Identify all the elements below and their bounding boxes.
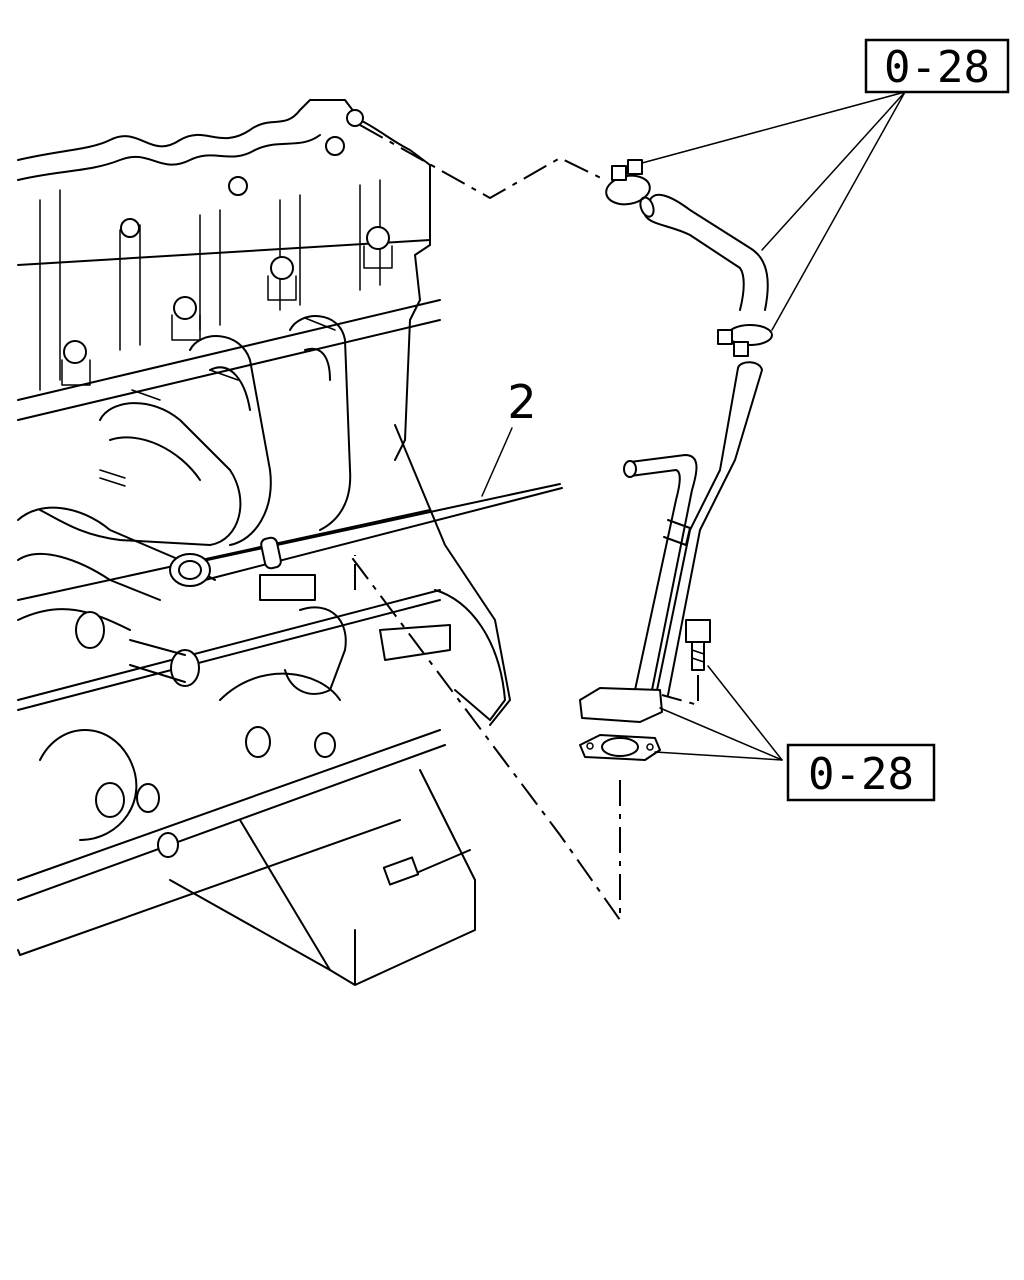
dipstick-guide-tube <box>623 454 698 691</box>
dipstick <box>169 483 563 587</box>
callout-ref-bottom: 0-28 <box>786 743 936 802</box>
part-number-dipstick: 2 <box>507 375 536 429</box>
engine-block <box>17 99 511 986</box>
assembly-lines <box>349 124 699 924</box>
callout-box-bottom <box>786 743 936 802</box>
callout-label-top: 0-28 <box>884 42 990 93</box>
bolt <box>685 619 711 671</box>
callout-ref-top: 0-28 <box>864 38 1010 94</box>
leader-lines <box>481 91 906 761</box>
callout-box-top <box>864 38 1010 94</box>
callout-label-bottom: 0-28 <box>808 749 914 800</box>
breather-hose <box>579 159 773 761</box>
